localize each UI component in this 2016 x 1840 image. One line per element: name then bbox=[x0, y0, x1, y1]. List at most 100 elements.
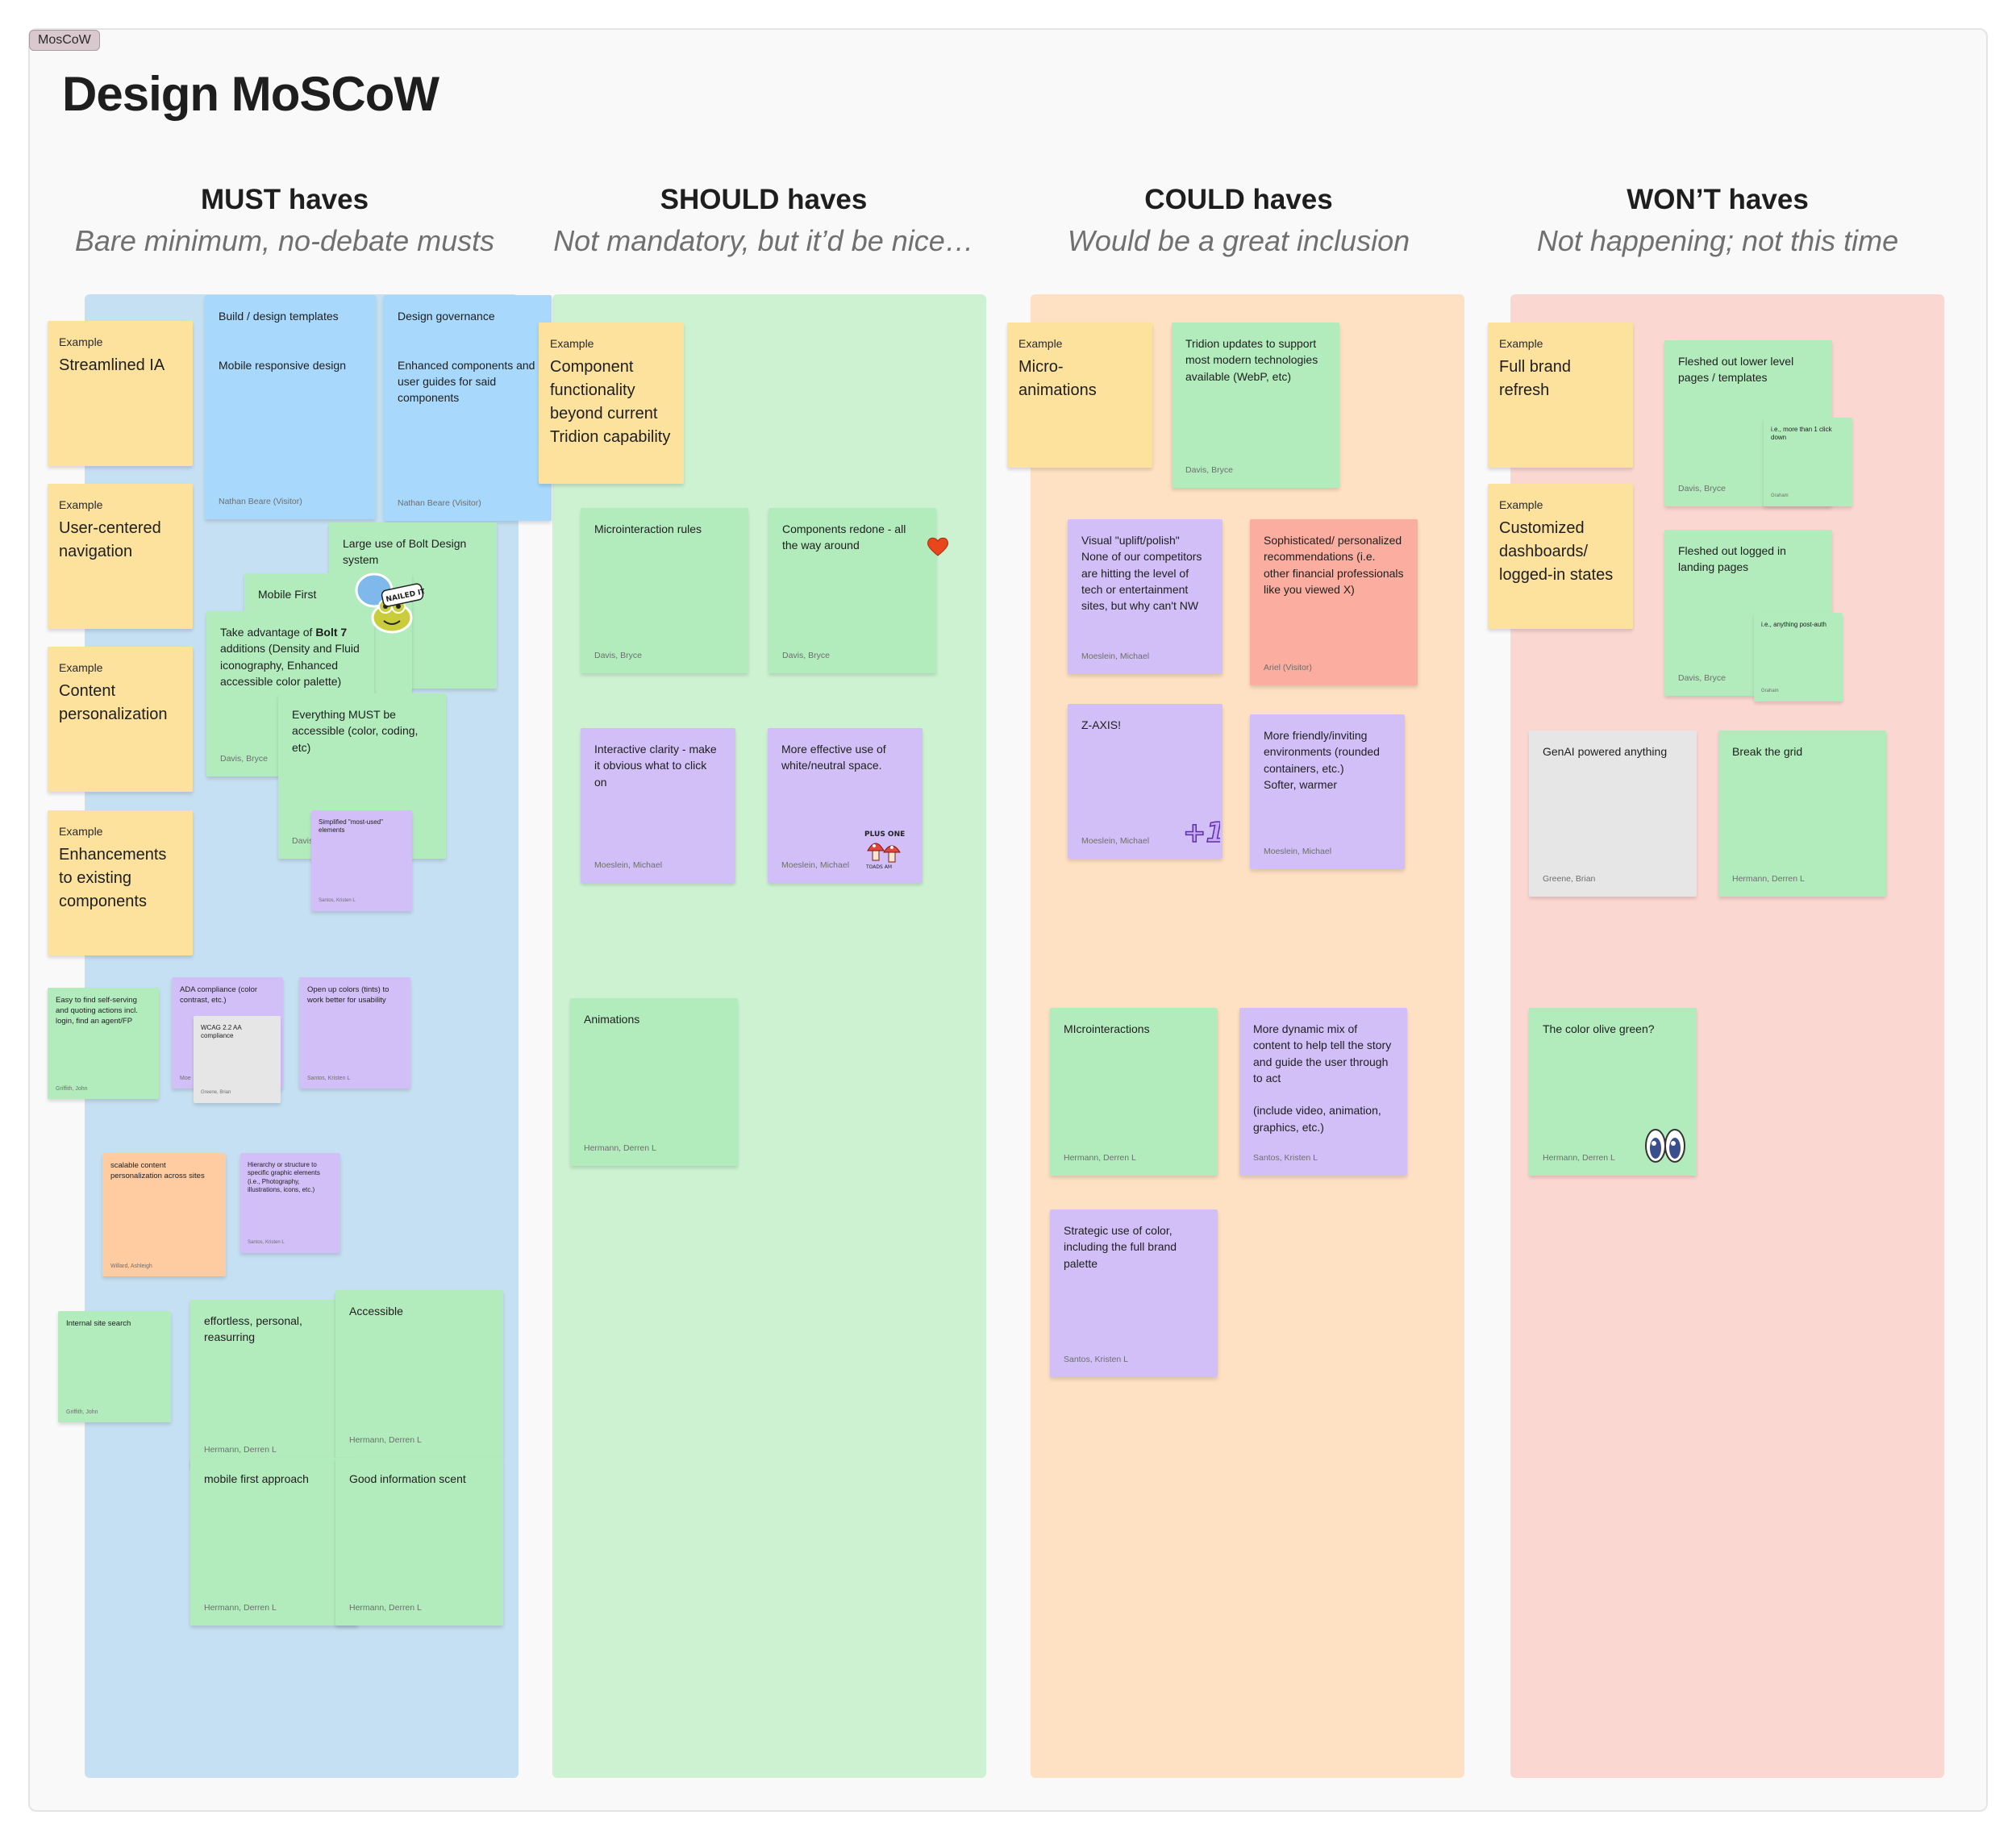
sticky-note[interactable]: Example Streamlined IA bbox=[48, 321, 193, 466]
sticky-note[interactable]: Example Customized dashboards/ logged-in… bbox=[1488, 484, 1633, 629]
note-text: User-centered navigation bbox=[59, 519, 161, 561]
note-text: Mobile First bbox=[258, 588, 317, 601]
note-author: Hermann, Derren L bbox=[349, 1602, 422, 1613]
note-text-part: Take advantage of bbox=[220, 626, 316, 639]
must-header: MUST haves Bare minimum, no-debate musts bbox=[43, 184, 527, 258]
sticky-note[interactable]: Example Micro-animations bbox=[1007, 323, 1152, 468]
note-author: Moeslein, Michael bbox=[781, 860, 850, 870]
sticky-note[interactable]: Accessible Hermann, Derren L bbox=[335, 1290, 503, 1458]
note-kicker: Example bbox=[1499, 337, 1543, 350]
sticky-note[interactable]: More dynamic mix of content to help tell… bbox=[1239, 1008, 1407, 1176]
sticky-note[interactable]: More friendly/inviting environments (rou… bbox=[1250, 714, 1405, 869]
note-kicker: Example bbox=[59, 335, 103, 348]
sticky-note[interactable]: Example User-centered navigation bbox=[48, 484, 193, 629]
note-author: Hermann, Derren L bbox=[1543, 1152, 1615, 1163]
sticky-note[interactable]: Sophisticated/ personalized recommendati… bbox=[1250, 519, 1418, 685]
sticky-note[interactable]: Hierarchy or structure to specific graph… bbox=[240, 1153, 340, 1253]
sticky-note[interactable]: Interactive clarity - make it obvious wh… bbox=[581, 728, 735, 883]
note-text: Take advantage of Bolt 7 additions (Dens… bbox=[220, 624, 360, 689]
sticky-note[interactable]: Internal site search Griffith, John bbox=[58, 1311, 171, 1422]
sticky-note[interactable]: effortless, personal, reasurring Hermann… bbox=[190, 1300, 358, 1467]
sticky-note[interactable]: Strategic use of color, including the fu… bbox=[1050, 1209, 1218, 1377]
sticky-note[interactable]: Example Component functionality beyond c… bbox=[539, 323, 684, 484]
note-author: Davis, Bryce bbox=[594, 650, 642, 660]
sticky-note[interactable]: Easy to find self-serving and quoting ac… bbox=[48, 988, 159, 1099]
note-text: Tridion updates to support most modern t… bbox=[1185, 337, 1318, 383]
sticky-note[interactable]: mobile first approach Hermann, Derren L bbox=[190, 1458, 358, 1626]
note-text-bold: Bolt 7 bbox=[315, 626, 348, 639]
sticky-note[interactable]: Break the grid Hermann, Derren L bbox=[1718, 731, 1886, 897]
mushroom-sticker: PLUS ONE TOADS AM bbox=[864, 830, 905, 870]
note-author: Hermann, Derren L bbox=[204, 1602, 277, 1613]
note-text: More effective use of white/neutral spac… bbox=[781, 743, 886, 772]
note-author: Hermann, Derren L bbox=[584, 1143, 656, 1153]
note-text: WCAG 2.2 AA compliance bbox=[201, 1024, 242, 1040]
note-text: mobile first approach bbox=[204, 1472, 309, 1485]
sticky-note[interactable]: Everything MUST be accessible (color, co… bbox=[278, 693, 446, 859]
note-text: Good information scent bbox=[349, 1472, 466, 1485]
sticky-note[interactable]: Animations Hermann, Derren L bbox=[570, 998, 738, 1166]
sticky-note[interactable]: WCAG 2.2 AA compliance Greene, Brian bbox=[194, 1016, 281, 1103]
sticky-note[interactable]: Good information scent Hermann, Derren L bbox=[335, 1458, 503, 1626]
note-text: Fleshed out lower level pages / template… bbox=[1678, 355, 1794, 385]
sticky-note[interactable]: Z-AXIS! Moeslein, Michael bbox=[1068, 704, 1223, 859]
note-author: Davis, Bryce bbox=[1678, 672, 1726, 683]
frame-tag[interactable]: MosCoW bbox=[29, 30, 100, 51]
note-author: Graham bbox=[1761, 689, 1779, 694]
sticky-note[interactable]: GenAI powered anything Greene, Brian bbox=[1529, 731, 1697, 897]
page-title: Design MoSCoW bbox=[62, 67, 439, 121]
sticky-note[interactable]: Components redone - all the way around D… bbox=[768, 508, 936, 673]
note-author: Santos, Kristen L bbox=[1064, 1354, 1128, 1364]
note-author: Griffith, John bbox=[66, 1409, 98, 1415]
sticky-note[interactable]: i.e., anything post-auth Graham bbox=[1754, 613, 1843, 701]
heart-icon bbox=[927, 537, 948, 556]
note-text: i.e., more than 1 click down bbox=[1771, 426, 1832, 442]
note-text: ADA compliance (color contrast, etc.) bbox=[180, 985, 258, 1005]
note-text: Component functionality beyond current T… bbox=[550, 358, 671, 447]
note-author: Davis bbox=[292, 835, 314, 846]
note-author: Hermann, Derren L bbox=[1732, 873, 1805, 884]
note-text: The color olive green? bbox=[1543, 1022, 1655, 1035]
sticky-note[interactable]: Build / design templates Mobile responsi… bbox=[205, 295, 376, 519]
sticky-note[interactable]: MIcrointeractions Hermann, Derren L bbox=[1050, 1008, 1218, 1176]
column-subtitle: Bare minimum, no-debate musts bbox=[74, 224, 495, 257]
sticky-note[interactable]: i.e., more than 1 click down Graham bbox=[1764, 418, 1852, 506]
note-text: Animations bbox=[584, 1013, 640, 1026]
note-text: Customized dashboards/ logged-in states bbox=[1499, 519, 1614, 585]
note-text: Streamlined IA bbox=[59, 356, 165, 375]
note-text-part: additions (Density and Fluid iconography… bbox=[220, 642, 360, 688]
sticky-note[interactable]: Simplified "most-used" elements Santos, … bbox=[311, 810, 412, 911]
sticky-note[interactable]: Example Full brand refresh bbox=[1488, 323, 1633, 468]
note-text: i.e., anything post-auth bbox=[1761, 621, 1826, 628]
note-text: Build / design templates Mobile responsi… bbox=[219, 310, 346, 372]
sticker-caption: TOADS AM bbox=[865, 864, 892, 870]
sticky-note[interactable]: Microinteraction rules Davis, Bryce bbox=[581, 508, 748, 673]
sticky-note[interactable]: scalable content personalization across … bbox=[102, 1153, 226, 1276]
note-text: Simplified "most-used" elements bbox=[319, 818, 383, 835]
note-author: Davis, Bryce bbox=[1678, 483, 1726, 493]
sticky-note[interactable]: Tridion updates to support most modern t… bbox=[1172, 323, 1339, 488]
note-author: Nathan Beare (Visitor) bbox=[398, 497, 481, 508]
sticky-note[interactable]: More effective use of white/neutral spac… bbox=[768, 728, 923, 883]
note-author: Davis, Bryce bbox=[1185, 464, 1233, 475]
note-author: Greene, Brian bbox=[1543, 873, 1596, 884]
could-header: COULD haves Would be a great inclusion bbox=[997, 184, 1481, 258]
note-author: Griffith, John bbox=[56, 1085, 88, 1092]
sticky-note[interactable]: Design governance Enhanced components an… bbox=[384, 295, 552, 521]
sticky-note[interactable]: Example Content personalization bbox=[48, 647, 193, 792]
column-title: SHOULD haves bbox=[660, 184, 868, 215]
note-text: MIcrointeractions bbox=[1064, 1022, 1150, 1035]
note-author: Moeslein, Michael bbox=[1081, 835, 1150, 846]
note-author: Greene, Brian bbox=[201, 1090, 231, 1096]
note-text: Accessible bbox=[349, 1305, 403, 1318]
note-text: Strategic use of color, including the fu… bbox=[1064, 1224, 1177, 1270]
sticky-note[interactable]: Example Enhancements to existing compone… bbox=[48, 810, 193, 955]
note-text: Content personalization bbox=[59, 682, 168, 724]
sticky-note[interactable]: Open up colors (tints) to work better fo… bbox=[299, 977, 410, 1089]
note-kicker: Example bbox=[59, 498, 103, 511]
note-text: Fleshed out logged in landing pages bbox=[1678, 544, 1786, 574]
note-text: Full brand refresh bbox=[1499, 358, 1571, 400]
sticky-note[interactable]: Visual "uplift/polish" None of our compe… bbox=[1068, 519, 1223, 674]
note-author: Hermann, Derren L bbox=[204, 1444, 277, 1455]
note-author: Moe bbox=[180, 1075, 191, 1081]
